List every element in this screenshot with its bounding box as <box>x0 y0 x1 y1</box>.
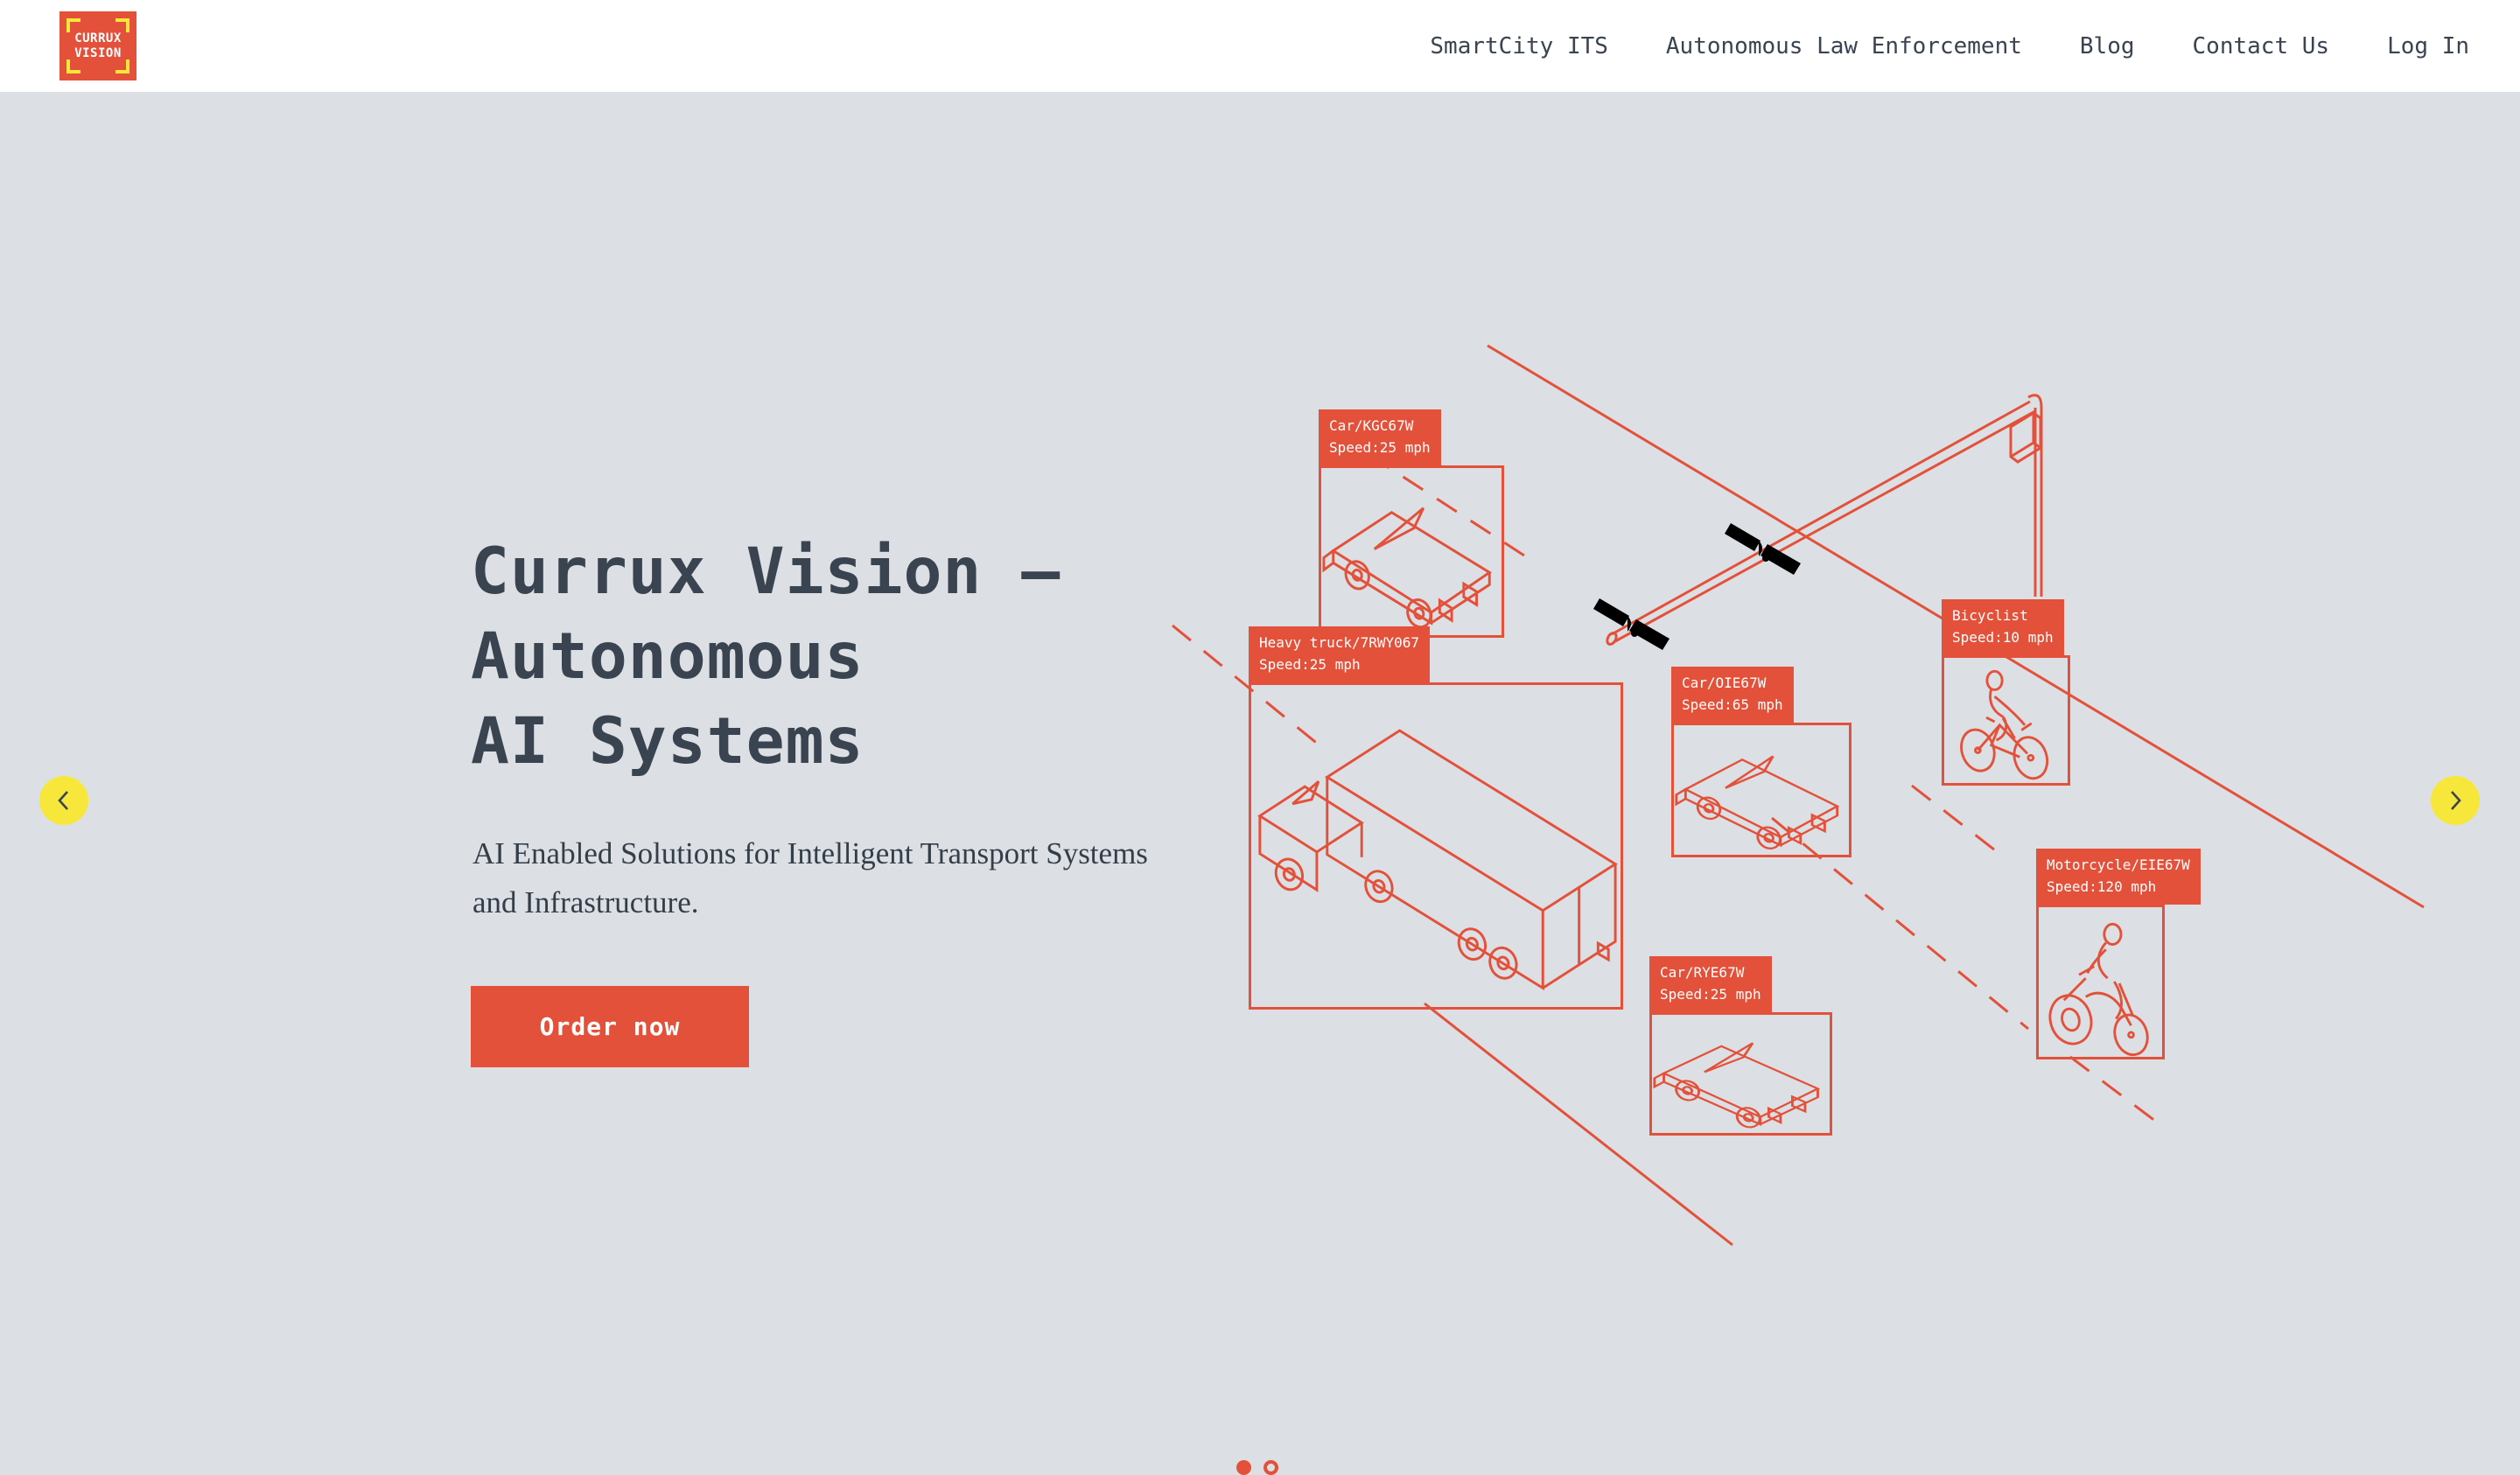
hero-section: Currux Vision — Autonomous AI Systems AI… <box>0 92 2520 1475</box>
lane-dash-line <box>1172 624 1320 747</box>
lane-dash-line <box>2069 1055 2164 1129</box>
nav-item-log-in[interactable]: Log In <box>2387 32 2469 59</box>
lane-dash-line <box>1368 453 1525 557</box>
carousel-dot-1[interactable] <box>1236 1460 1251 1475</box>
logo-bracket-icon <box>66 18 80 32</box>
carousel-dot-2[interactable] <box>1264 1460 1278 1475</box>
lane-dash-line <box>1771 816 2029 1031</box>
car-line-art <box>1674 725 1849 855</box>
motorcycle-line-art <box>2039 907 2162 1057</box>
logo-bracket-icon <box>116 18 130 32</box>
logo[interactable]: CURRUX VISION <box>60 11 136 80</box>
chevron-right-icon <box>2451 791 2461 810</box>
order-now-button[interactable]: Order now <box>471 986 749 1067</box>
nav-item-autonomous-law-enforcement[interactable]: Autonomous Law Enforcement <box>1665 32 2022 59</box>
carousel-next-button[interactable] <box>2431 776 2480 825</box>
nav-item-contact-us[interactable]: Contact Us <box>2192 32 2330 59</box>
nav-links: SmartCity ITS Autonomous Law Enforcement… <box>1430 0 2469 92</box>
road-scene <box>1172 344 2425 1247</box>
road-edge-line <box>1424 1002 1733 1247</box>
hero-subtitle: AI Enabled Solutions for Intelligent Tra… <box>472 836 1148 919</box>
camera-pole <box>1606 394 2043 647</box>
chevron-left-icon <box>58 791 68 810</box>
detection-bounding-box <box>1249 682 1623 1010</box>
hero-title: Currux Vision — Autonomous AI Systems <box>471 529 1060 784</box>
car-line-art <box>1321 468 1502 635</box>
logo-text: CURRUX VISION <box>74 31 122 60</box>
car-line-art <box>1652 1015 1830 1133</box>
hero-title-line: Autonomous <box>471 619 864 694</box>
detection-bounding-box <box>1942 655 2070 786</box>
carousel-dots <box>1236 1460 1278 1475</box>
bicycle-line-art <box>1944 658 2068 783</box>
logo-bracket-icon <box>116 59 130 73</box>
lane-dash-line <box>1911 784 1999 855</box>
truck-line-art <box>1251 685 1620 1007</box>
detection-bounding-box <box>2036 905 2165 1059</box>
detection-bounding-box <box>1671 723 1852 857</box>
hero-title-line: Currux Vision — <box>471 535 1061 609</box>
navbar: CURRUX VISION SmartCity ITS Autonomous L… <box>0 0 2520 92</box>
hero-title-line: AI Systems <box>471 704 864 779</box>
logo-bracket-icon <box>66 59 80 73</box>
nav-item-blog[interactable]: Blog <box>2079 32 2135 59</box>
carousel-prev-button[interactable] <box>39 776 88 825</box>
nav-item-smartcity-its[interactable]: SmartCity ITS <box>1430 32 1608 59</box>
detection-bounding-box <box>1319 465 1504 638</box>
detection-bounding-box <box>1649 1012 1832 1136</box>
